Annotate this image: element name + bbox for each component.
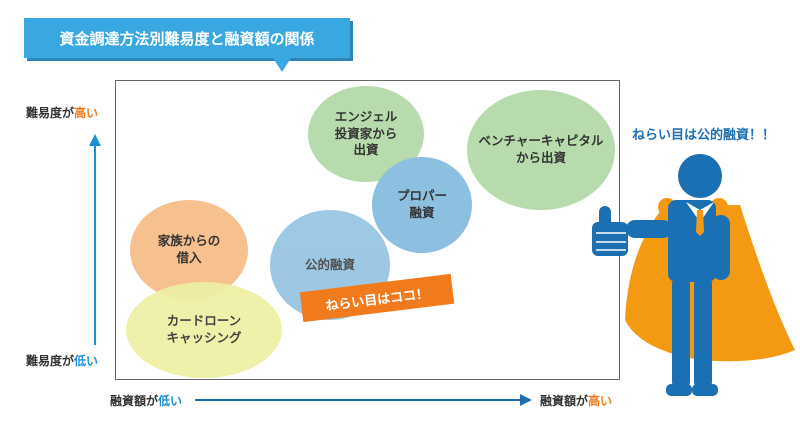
diagram-title: 資金調達方法別難易度と融資額の関係 xyxy=(24,18,350,58)
y-axis-low-label: 難易度が低い xyxy=(26,354,99,368)
bubble-proper-loan: プロパー 融資 xyxy=(372,157,472,253)
mascot-figure xyxy=(592,154,795,396)
mascot-speech: ねらい目は公的融資！！ xyxy=(632,128,776,143)
y-axis-high-label: 難易度が高い xyxy=(26,106,99,120)
bubble-venture-capital: ベンチャーキャピタル から出資 xyxy=(467,90,615,210)
x-axis-high-label: 融資額が高い xyxy=(540,394,613,408)
title-pointer xyxy=(273,58,291,72)
x-axis-low-label: 融資額が低い xyxy=(110,394,183,408)
bubble-card-loan: カードローン キャッシング xyxy=(126,282,282,378)
